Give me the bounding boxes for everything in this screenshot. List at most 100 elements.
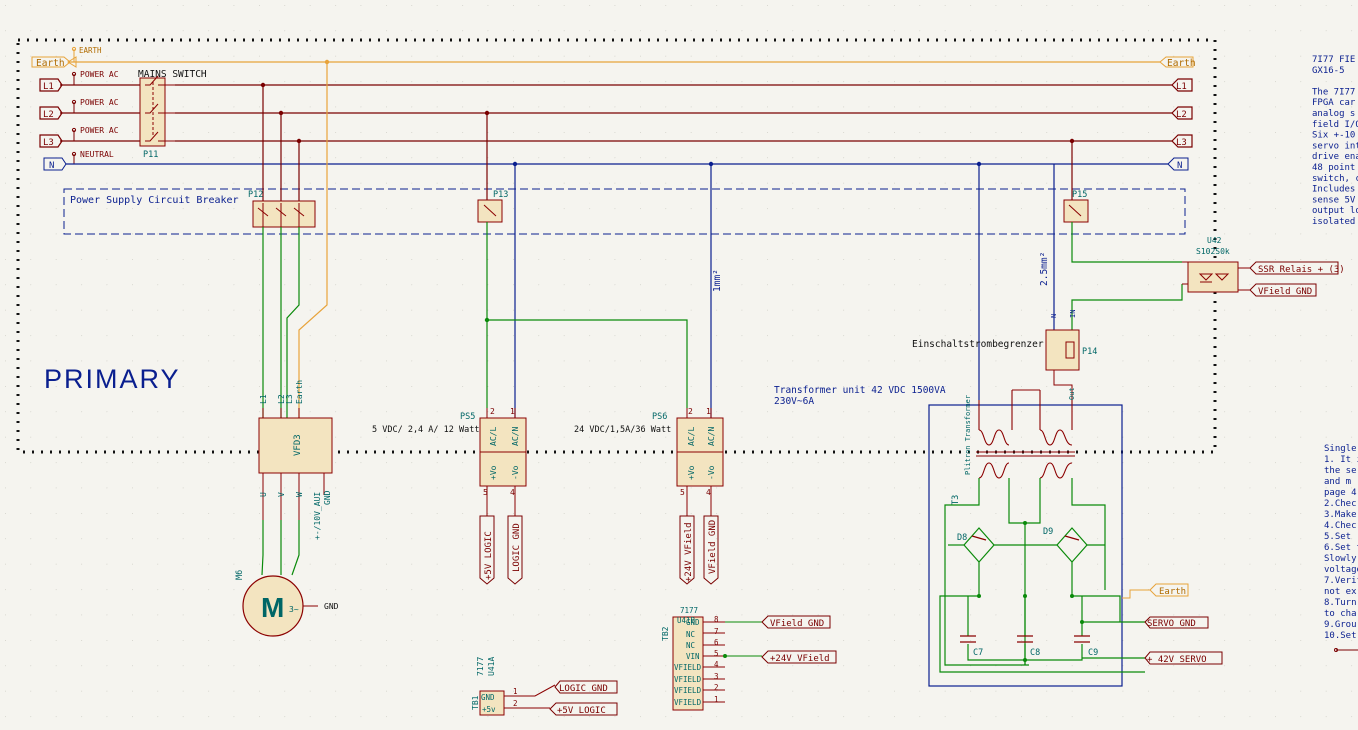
breaker-p15[interactable]	[1063, 199, 1089, 223]
net-logic-gnd-1[interactable]: LOGIC GND	[512, 523, 522, 572]
t3-ref: T3	[951, 495, 961, 505]
l3-net-left[interactable]: L3	[43, 138, 54, 148]
ps6-pin4: 4	[706, 488, 711, 497]
ssr-u42[interactable]	[1182, 261, 1250, 293]
neutral-rail[interactable]	[43, 157, 1189, 171]
power-ac-label-1: POWER AC	[80, 70, 119, 79]
ps6-acn: AC/N	[707, 427, 716, 446]
ps6-vo-neg: -Vo	[707, 465, 716, 480]
note-line: FPGA car	[1312, 98, 1356, 108]
u41b-pin-number: 3	[714, 672, 719, 681]
net-servo-gnd[interactable]: SERVO GND	[1147, 619, 1196, 629]
vfd-out-v: V	[277, 492, 286, 497]
note-line: output lo	[1312, 206, 1358, 216]
earth-net-right: Earth	[1167, 58, 1196, 69]
ps5-spec: 5 VDC/ 2,4 A/ 12 Watt	[372, 425, 479, 435]
limiter-label: Einschaltstrombegrenzer	[912, 339, 1044, 350]
breaker-p12[interactable]	[252, 200, 316, 228]
net-24v-vfield-tb2[interactable]: +24V VField	[770, 654, 830, 664]
net-ssr-relais[interactable]: SSR Relais + (3)	[1258, 265, 1345, 275]
ps6-vo-pos: +Vo	[687, 465, 696, 480]
p12-ref: P12	[248, 190, 263, 200]
note-line: 6.Set t	[1324, 543, 1358, 553]
motor-gnd-label: GND	[324, 602, 339, 611]
motor-symbol: M	[261, 592, 284, 623]
vfd3[interactable]	[258, 408, 333, 520]
ps5[interactable]	[479, 408, 527, 516]
inrush-limiter-p14[interactable]	[1045, 329, 1080, 400]
vfd-pin-earth: Earth	[295, 380, 304, 404]
note-line: drive ena	[1312, 152, 1358, 162]
wire-1mm-label: 1mm²	[712, 269, 723, 292]
u41b-pin-name: VFIELD	[674, 663, 702, 672]
note-line: field I/O	[1312, 120, 1358, 130]
transformer-t3[interactable]	[976, 389, 1075, 479]
d9-ref: D9	[1043, 527, 1053, 537]
ps6-spec: 24 VDC/1,5A/36 Watt	[574, 425, 671, 435]
u41a-part: 7177	[476, 657, 485, 676]
p11-ref: P11	[143, 150, 158, 160]
u41a-pin-1: 1	[513, 687, 518, 696]
mains-switch-p11[interactable]	[139, 75, 175, 147]
vfd-aui-label: +-/10V_AUI	[313, 492, 322, 540]
motor-m6[interactable]	[242, 575, 318, 637]
net-5v-logic-tb1[interactable]: +5V LOGIC	[557, 706, 606, 716]
net-5v-logic-1[interactable]: +5V LOGIC	[484, 531, 494, 580]
c7-ref: C7	[973, 648, 983, 658]
ps6[interactable]	[676, 408, 724, 516]
note-line: analog s	[1312, 109, 1355, 119]
l1-net-right[interactable]: L1	[1176, 82, 1187, 92]
net-vfield-gnd-ssr[interactable]: VField GND	[1258, 287, 1312, 297]
net-logic-gnd-tb1[interactable]: LOGIC GND	[559, 684, 608, 694]
earth-rail[interactable]: Earth Earth EARTH	[31, 46, 1196, 69]
note-line: isolated	[1312, 217, 1355, 227]
p15-ref: P15	[1072, 190, 1087, 200]
t3-type: Plitron Transformer	[964, 395, 972, 475]
c9-ref: C9	[1088, 648, 1098, 658]
note-line: 8.Turn	[1324, 598, 1357, 608]
net-earth-transformer[interactable]: Earth	[1159, 587, 1186, 597]
net-vfield-gnd-tb2[interactable]: VField GND	[770, 619, 824, 629]
l2-net-right[interactable]: L2	[1176, 110, 1187, 120]
u41b-pin-number: 7	[714, 627, 719, 636]
note-line: and m	[1324, 477, 1351, 487]
net-24v-vfield-1[interactable]: +24V VField	[684, 522, 694, 582]
breaker-p13[interactable]	[477, 199, 503, 223]
vfd3-ref: VFD3	[293, 434, 303, 456]
vfd-out-u: U	[259, 492, 268, 497]
u41b-terminal[interactable]	[672, 616, 725, 711]
ps6-pin1: 1	[706, 407, 711, 416]
l3-net-right[interactable]: L3	[1176, 138, 1187, 148]
l2-net-left[interactable]: L2	[43, 110, 54, 120]
power-ac-label-2: POWER AC	[80, 98, 119, 107]
u41a-terminal[interactable]	[479, 684, 556, 716]
ps6-pin2: 2	[688, 407, 693, 416]
note-line: 7I77 FIE	[1312, 55, 1355, 65]
l1-net-left[interactable]: L1	[43, 82, 54, 92]
net-servo-42v[interactable]: + 42V SERVO	[1147, 655, 1207, 665]
note-line: 4.Chec	[1324, 521, 1357, 531]
ps5-pin5: 5	[483, 488, 488, 497]
note-line: 5.Set r	[1324, 532, 1358, 542]
primary-label: PRIMARY	[44, 364, 181, 394]
u41b-pin-name: VFIELD	[674, 698, 702, 707]
u41b-pin-name: NC	[686, 630, 695, 639]
transformer-box	[928, 404, 1123, 687]
ps5-acl: AC/L	[489, 427, 498, 446]
note-line: The 7I77	[1312, 87, 1355, 97]
note-line: 7.Verif	[1324, 576, 1358, 586]
net-vfield-gnd-1[interactable]: VField GND	[708, 520, 718, 574]
ps5-pin1: 1	[510, 407, 515, 416]
breaker-label: Power Supply Circuit Breaker	[70, 195, 239, 206]
ps6-acl: AC/L	[687, 427, 696, 446]
note-line: Slowly	[1324, 554, 1357, 564]
u41b-pin-name: VFIELD	[674, 675, 702, 684]
mains-switch-label: MAINS SWITCH	[138, 69, 207, 80]
note-line: sense 5V	[1312, 195, 1356, 205]
vfd-pin-l2: L2	[277, 394, 286, 404]
u41a-ref: U41A	[487, 657, 496, 676]
breaker-box	[63, 188, 1186, 235]
transformer-sub: 230V~6A	[774, 396, 814, 407]
